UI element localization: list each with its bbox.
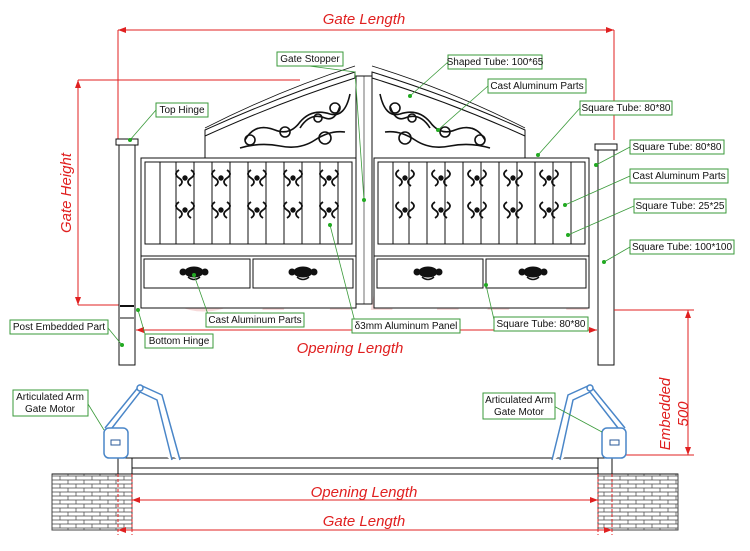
gate-plan-bar: [131, 457, 599, 469]
svg-text:Square Tube: 80*80: Square Tube: 80*80: [497, 319, 586, 330]
left-leaf-lower: [140, 255, 357, 309]
gate-length-dimension-bottom: Gate Length: [118, 513, 612, 533]
label-shaped-tube: Shaped Tube: 100*65: [447, 54, 544, 70]
label-aluminum-panel: δ3mm Aluminum Panel: [351, 318, 461, 334]
label-square-tube-25: Square Tube: 25*25: [633, 198, 727, 214]
label-motor-left: Articulated Arm Gate Motor: [12, 389, 89, 417]
svg-text:Gate Motor: Gate Motor: [25, 404, 76, 415]
left-post: [118, 142, 136, 366]
right-panel-2: [485, 258, 587, 289]
gate-elevation: [115, 65, 618, 366]
svg-text:Articulated Arm: Articulated Arm: [485, 395, 553, 406]
svg-text:δ3mm Aluminum Panel: δ3mm Aluminum Panel: [355, 321, 458, 332]
label-bottom-hinge: Bottom Hinge: [144, 333, 214, 349]
svg-text:Top Hinge: Top Hinge: [159, 105, 204, 116]
svg-text:Gate Stopper: Gate Stopper: [280, 54, 340, 65]
left-brick-pillar: [51, 473, 133, 531]
arch-ornament: [239, 93, 491, 149]
gate-length-label: Gate Length: [323, 11, 406, 28]
opening-length-label-mid: Opening Length: [297, 340, 404, 357]
right-gate-motor: [551, 384, 627, 461]
svg-text:Gate Motor: Gate Motor: [494, 407, 545, 418]
label-square-tube-2: Square Tube: 80*80: [629, 139, 725, 155]
left-post-cap: [115, 138, 139, 146]
svg-text:Shaped Tube: 100*65: Shaped Tube: 100*65: [447, 57, 544, 68]
right-post-cap: [594, 143, 618, 151]
label-cast-aluminum-right: Cast Aluminum Parts: [629, 168, 729, 184]
gate-length-label-bottom: Gate Length: [323, 513, 406, 530]
svg-text:Cast Aluminum Parts: Cast Aluminum Parts: [208, 315, 301, 326]
svg-text:Square Tube: 100*100: Square Tube: 100*100: [632, 242, 733, 253]
gate-height-dimension: Gate Height: [58, 79, 300, 306]
gate-length-dimension-top: Gate Length: [117, 11, 615, 140]
right-post: [597, 147, 615, 366]
label-post-embedded: Post Embedded Part: [9, 319, 109, 335]
arch-left: [204, 71, 356, 137]
embedded-value: 500: [675, 401, 692, 427]
svg-text:Square Tube: 80*80: Square Tube: 80*80: [633, 142, 722, 153]
left-gate-motor: [103, 384, 181, 461]
label-cast-aluminum-top: Cast Aluminum Parts: [487, 78, 587, 94]
svg-text:Cast Aluminum Parts: Cast Aluminum Parts: [490, 81, 583, 92]
embedded-label: Embedded: [657, 377, 674, 450]
embedded-dimension: Embedded 500: [614, 309, 694, 456]
right-leaf-lower: [373, 255, 590, 309]
right-brick-pillar: [597, 473, 679, 531]
left-panel-1: [143, 258, 251, 289]
svg-text:Bottom Hinge: Bottom Hinge: [149, 336, 210, 347]
svg-text:Articulated Arm: Articulated Arm: [16, 392, 84, 403]
gate-height-label: Gate Height: [58, 152, 75, 233]
plan-view: [51, 457, 679, 535]
left-panel-2: [252, 258, 354, 289]
label-square-tube-1: Square Tube: 80*80: [579, 100, 673, 116]
label-top-hinge: Top Hinge: [155, 102, 209, 118]
svg-text:Post Embedded Part: Post Embedded Part: [13, 322, 105, 333]
label-square-tube-bottom: Square Tube: 80*80: [493, 316, 589, 332]
opening-length-label-bottom: Opening Length: [311, 484, 418, 501]
svg-text:Square Tube: 25*25: Square Tube: 25*25: [636, 201, 725, 212]
label-cast-aluminum-bottom: Cast Aluminum Parts: [205, 312, 305, 328]
label-gate-stopper: Gate Stopper: [276, 51, 344, 67]
label-motor-right: Articulated Arm Gate Motor: [482, 392, 556, 420]
svg-text:Cast Aluminum Parts: Cast Aluminum Parts: [632, 171, 725, 182]
svg-text:Square Tube: 80*80: Square Tube: 80*80: [582, 103, 671, 114]
label-square-tube-100: Square Tube: 100*100: [629, 239, 735, 255]
opening-length-dimension-bottom: Opening Length: [132, 484, 598, 503]
right-panel-1: [376, 258, 484, 289]
